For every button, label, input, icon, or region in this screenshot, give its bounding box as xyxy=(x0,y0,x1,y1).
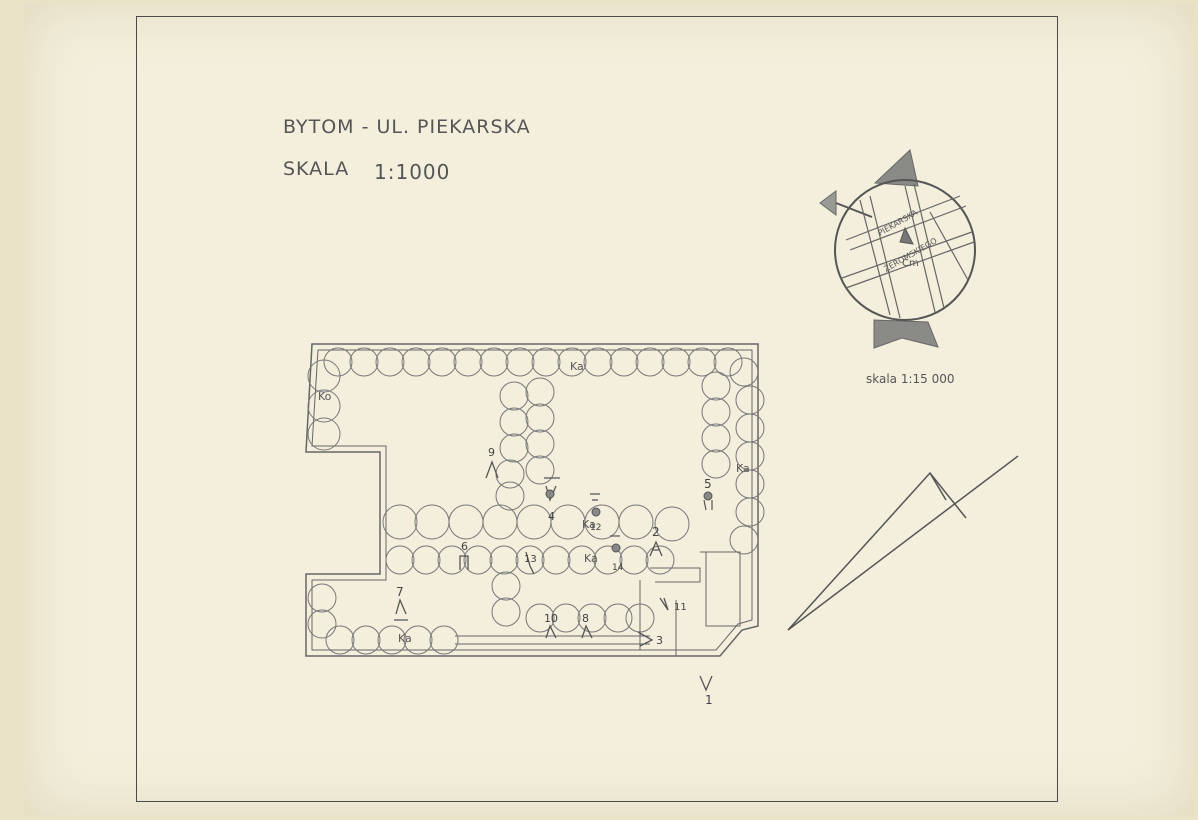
inset-top-arrow xyxy=(873,149,919,187)
inset-bottom-arrow xyxy=(873,319,939,349)
inset-locator-map: PIEKARSKA ŻEROMSKIEGO Cm xyxy=(819,149,976,349)
grave-marker-14: 14 xyxy=(610,535,624,573)
svg-text:1: 1 xyxy=(705,693,713,707)
tree-column-center xyxy=(495,377,555,511)
tree-row-bottom xyxy=(307,583,655,655)
inset-streets xyxy=(841,183,975,319)
grave-marker-3: 3 xyxy=(637,631,663,647)
inset-site-label: Cm xyxy=(902,258,919,269)
svg-text:4: 4 xyxy=(548,510,555,523)
inset-site-marker xyxy=(899,226,914,245)
svg-text:10: 10 xyxy=(544,612,558,625)
grave-marker-2: 2 xyxy=(649,525,663,557)
grave-marker-10: 10 xyxy=(544,612,558,639)
map-title: BYTOM - UL. PIEKARSKA xyxy=(283,116,531,138)
grave-marker-9: 9 xyxy=(485,446,499,479)
svg-text:14: 14 xyxy=(612,563,624,573)
scale-ratio: 1:1000 xyxy=(374,160,451,184)
scale-label: SKALA xyxy=(283,158,350,180)
grave-marker-4: 4 xyxy=(544,477,560,523)
svg-text:5: 5 xyxy=(704,477,712,491)
svg-text:8: 8 xyxy=(582,612,589,625)
map-sheet xyxy=(24,4,1194,816)
grave-marker-13: 13 xyxy=(524,551,537,575)
inset-left-arrow-head xyxy=(819,190,837,216)
svg-text:11: 11 xyxy=(674,602,687,613)
north-arrow xyxy=(787,455,1019,631)
vegetation-label: Ka xyxy=(582,518,596,531)
tree-column-right xyxy=(701,357,765,555)
inset-scale-label: skala 1:15 000 xyxy=(866,372,955,386)
inset-circle xyxy=(834,179,976,321)
cemetery-plan: Ka Ko Ka Ka Ka Ka 1 2 3 4 5 xyxy=(305,343,765,707)
map-frame xyxy=(136,16,1058,802)
vegetation-label: Ka xyxy=(584,552,598,565)
grave-marker-5: 5 xyxy=(703,477,713,511)
grave-marker-8: 8 xyxy=(581,612,593,639)
svg-text:12: 12 xyxy=(590,523,601,533)
svg-text:9: 9 xyxy=(488,446,495,459)
svg-text:2: 2 xyxy=(652,525,660,539)
plan-boundary xyxy=(305,343,759,657)
tree-row-lower xyxy=(385,545,675,627)
grave-marker-7: 7 xyxy=(394,585,408,621)
vegetation-label: Ka xyxy=(736,462,750,475)
svg-text:6: 6 xyxy=(461,540,468,553)
grave-marker-12: 12 xyxy=(590,493,601,533)
vegetation-label: Ka xyxy=(570,360,584,373)
vegetation-label: Ka xyxy=(398,632,412,645)
tree-row-top xyxy=(323,347,743,377)
tree-row-middle xyxy=(382,504,690,542)
tree-column-left xyxy=(307,359,341,451)
svg-text:3: 3 xyxy=(656,634,663,647)
grave-marker-1: 1 xyxy=(699,675,713,707)
grave-marker-11: 11 xyxy=(659,597,687,613)
svg-text:13: 13 xyxy=(524,554,537,565)
svg-text:7: 7 xyxy=(396,585,404,599)
grave-marker-6: 6 xyxy=(459,540,469,570)
vegetation-label: Ko xyxy=(318,390,332,403)
